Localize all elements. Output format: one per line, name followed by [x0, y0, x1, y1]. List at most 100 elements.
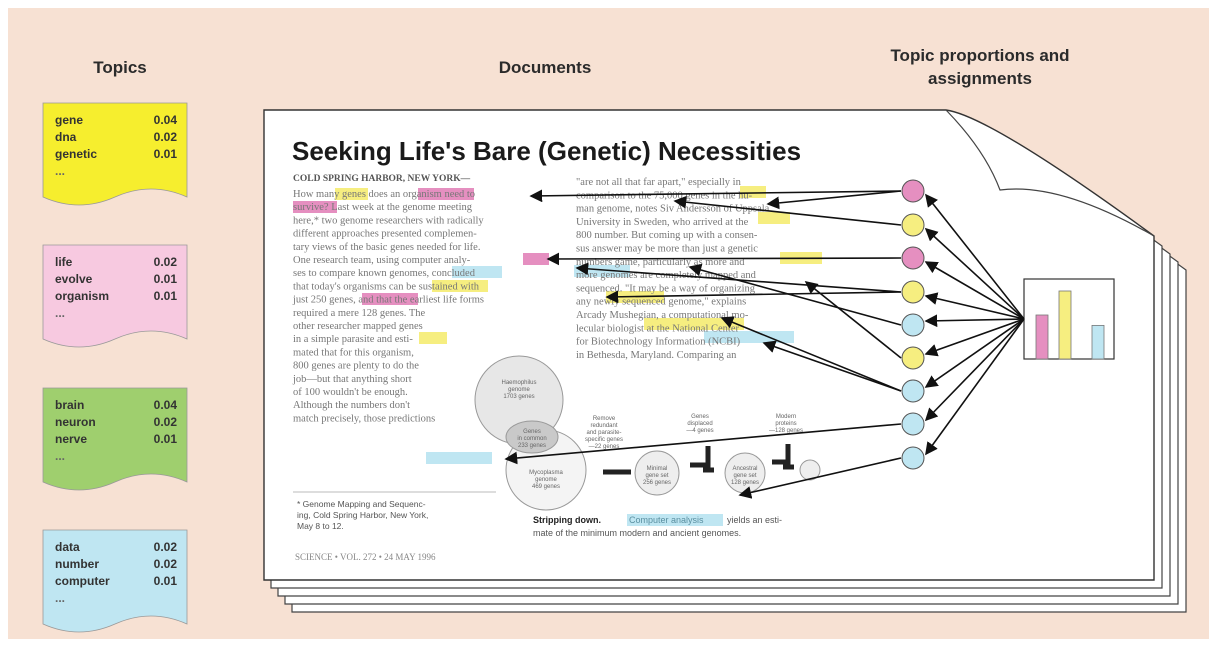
topic-ellipsis: ... — [55, 306, 65, 320]
footnote: * Genome Mapping and Sequenc-ing, Cold S… — [297, 499, 428, 531]
histogram-bar — [1091, 324, 1105, 360]
left-column-line: survive? Last week at the genome meeting — [293, 202, 473, 213]
topic-prob: 0.02 — [154, 557, 178, 571]
minimal-label: gene set — [645, 473, 668, 479]
assignment-arrow — [688, 263, 902, 326]
topic-prob: 0.02 — [154, 540, 178, 554]
right-column-line: 800 number. But coming up with a consen- — [576, 230, 758, 241]
displaced-label: displaced — [687, 421, 712, 427]
svg-text:yields an esti-: yields an esti- — [727, 515, 782, 525]
page-curl — [945, 109, 1155, 237]
left-column-line: 800 genes are plenty to do the — [293, 361, 419, 372]
minimal-label: 256 genes — [643, 480, 671, 486]
assignment-arrow — [924, 318, 1025, 357]
histogram-bar — [1035, 314, 1049, 360]
svg-text:Stripping down.: Stripping down. — [533, 515, 601, 525]
haemophilus-label: genome — [508, 387, 530, 393]
proportions-header: Topic proportions and assignments — [850, 44, 1110, 90]
topic-word: computer — [55, 574, 110, 588]
mycoplasma-label: Mycoplasma — [529, 470, 563, 476]
modern-label: proteins — [775, 421, 796, 427]
topic-assignment-circle — [901, 313, 925, 337]
right-column-line: comparison to the 75,000 genes in the hu… — [576, 190, 753, 201]
mycoplasma-label: 469 genes — [532, 484, 560, 490]
topic-word: gene — [55, 113, 83, 127]
genes-in-common-label: 233 genes — [518, 443, 546, 449]
assignment-arrow — [925, 318, 1025, 456]
modern-label: —128 genes — [769, 428, 803, 434]
haemophilus-label: Haemophilus — [501, 380, 536, 386]
left-column-line: here,* two genome researchers with radic… — [293, 215, 484, 226]
assignment-arrow — [738, 457, 902, 499]
left-column-line: in a simple parasite and esti- — [293, 334, 413, 345]
assignment-arrows — [504, 189, 1025, 499]
assignment-arrow — [605, 290, 902, 304]
left-column-line: different approaches presented complemen… — [293, 229, 477, 240]
left-column-line: required a mere 128 genes. The — [293, 308, 426, 319]
assignment-arrow — [673, 195, 902, 226]
topic-prob: 0.01 — [154, 289, 178, 303]
assignment-arrow — [924, 227, 1025, 320]
topic-assignment-circle — [901, 379, 925, 403]
left-column-line: One research team, using computer analy- — [293, 255, 471, 266]
topic-assignment-circle — [901, 346, 925, 370]
ancestral-label: gene set — [733, 473, 756, 479]
overlap-region — [505, 420, 559, 454]
figure-caption: Stripping down. Computer analysis yields… — [533, 515, 782, 538]
assignment-arrow — [924, 261, 1025, 320]
topic-assignment-circle — [901, 246, 925, 270]
assignment-arrow — [804, 281, 902, 359]
left-column-line: just 250 genes, and that the earliest li… — [292, 295, 484, 306]
left-column-line: job—but that anything short — [292, 374, 412, 385]
topic-prob: 0.01 — [154, 147, 178, 161]
ancestral-label: 128 genes — [731, 480, 759, 486]
assignment-arrow — [924, 292, 1025, 320]
topic-prob: 0.04 — [154, 398, 178, 412]
topic-ellipsis: ... — [55, 164, 65, 178]
right-column-line: for Biotechnology Information (NCBI) — [576, 337, 741, 348]
topic-card — [42, 387, 188, 491]
topic-assignment-circle — [901, 213, 925, 237]
assignment-arrow — [546, 252, 902, 266]
assignment-arrow — [766, 190, 902, 210]
left-column-line: other researcher mapped genes — [293, 321, 423, 332]
modern-label: Modern — [776, 414, 796, 420]
topic-prob: 0.02 — [154, 130, 178, 144]
assignment-arrow — [924, 314, 1025, 328]
topic-word: nerve — [55, 432, 87, 446]
removal-label: Remove — [593, 416, 616, 422]
removal-label: and parasite- — [586, 430, 621, 436]
ancestral-label: Ancestral — [732, 466, 757, 472]
topic-prob: 0.01 — [154, 574, 178, 588]
footnote-line: May 8 to 12. — [297, 521, 344, 531]
left-column-line: of 100 wouldn't be enough. — [293, 387, 408, 398]
assignment-arrow — [762, 340, 902, 392]
topic-prob: 0.02 — [154, 255, 178, 269]
histogram-bar — [1058, 290, 1072, 360]
left-column-line: tary views of the basic genes needed for… — [293, 242, 480, 253]
right-column-line: in Bethesda, Maryland. Comparing an — [576, 350, 737, 361]
topic-prob: 0.01 — [154, 272, 178, 286]
right-column-line: man genome, notes Siv Andersson of Uppsa… — [576, 204, 770, 215]
left-column-line: match precisely, those predictions — [293, 413, 435, 424]
right-column-line: lecular biologist at the National Center — [576, 323, 739, 334]
topic-prob: 0.01 — [154, 432, 178, 446]
right-column-line: sequenced. "It may be a way of organizin… — [576, 283, 756, 294]
topic-word: brain — [55, 398, 84, 412]
document-right-column: "are not all that far apart," especially… — [576, 177, 770, 361]
displaced-label: Genes — [691, 414, 709, 420]
proportions-header-line2: assignments — [928, 69, 1032, 88]
assignment-arrow — [720, 316, 902, 392]
documents-header: Documents — [498, 58, 592, 77]
right-column-line: "are not all that far apart," especially… — [576, 177, 742, 188]
topic-assignment-circle — [901, 412, 925, 436]
left-column-line: ses to compare known genomes, concluded — [293, 268, 476, 279]
assignment-arrow — [925, 193, 1025, 320]
topic-ellipsis: ... — [55, 449, 65, 463]
topic-prob: 0.02 — [154, 415, 178, 429]
topic-word: life — [55, 255, 73, 269]
